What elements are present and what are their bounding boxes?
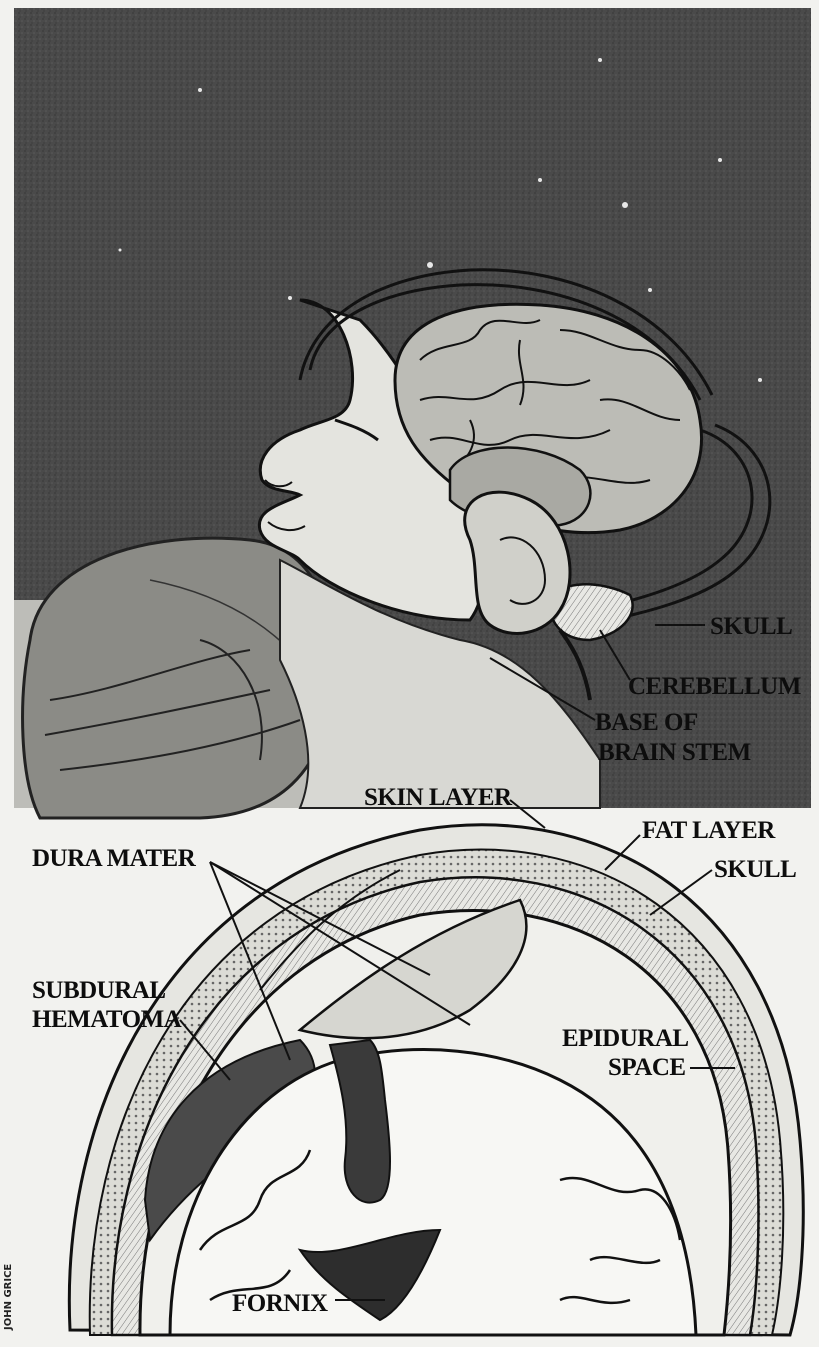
upper-panel: SKULL CEREBELLUM BASE OF BRAIN STEM (14, 8, 811, 818)
label-brain-stem: BRAIN STEM (598, 739, 751, 766)
label-epidural: EPIDURAL (562, 1025, 689, 1052)
artist-credit: JOHN GRICE (3, 1264, 14, 1331)
label-hematoma: HEMATOMA (32, 1006, 182, 1033)
lower-panel: SKIN LAYER FAT LAYER SKULL DURA MATER SU… (32, 784, 803, 1335)
label-skull-lower: SKULL (714, 856, 796, 883)
label-skull-upper: SKULL (710, 613, 792, 640)
label-subdural: SUBDURAL (32, 977, 166, 1004)
label-fornix: FORNIX (232, 1290, 328, 1317)
label-dura-mater: DURA MATER (32, 845, 197, 872)
label-cerebellum: CEREBELLUM (628, 673, 801, 700)
label-base-of: BASE OF (595, 709, 698, 736)
label-skin-layer: SKIN LAYER (364, 784, 513, 811)
label-fat-layer: FAT LAYER (642, 817, 776, 844)
label-space: SPACE (608, 1054, 686, 1081)
